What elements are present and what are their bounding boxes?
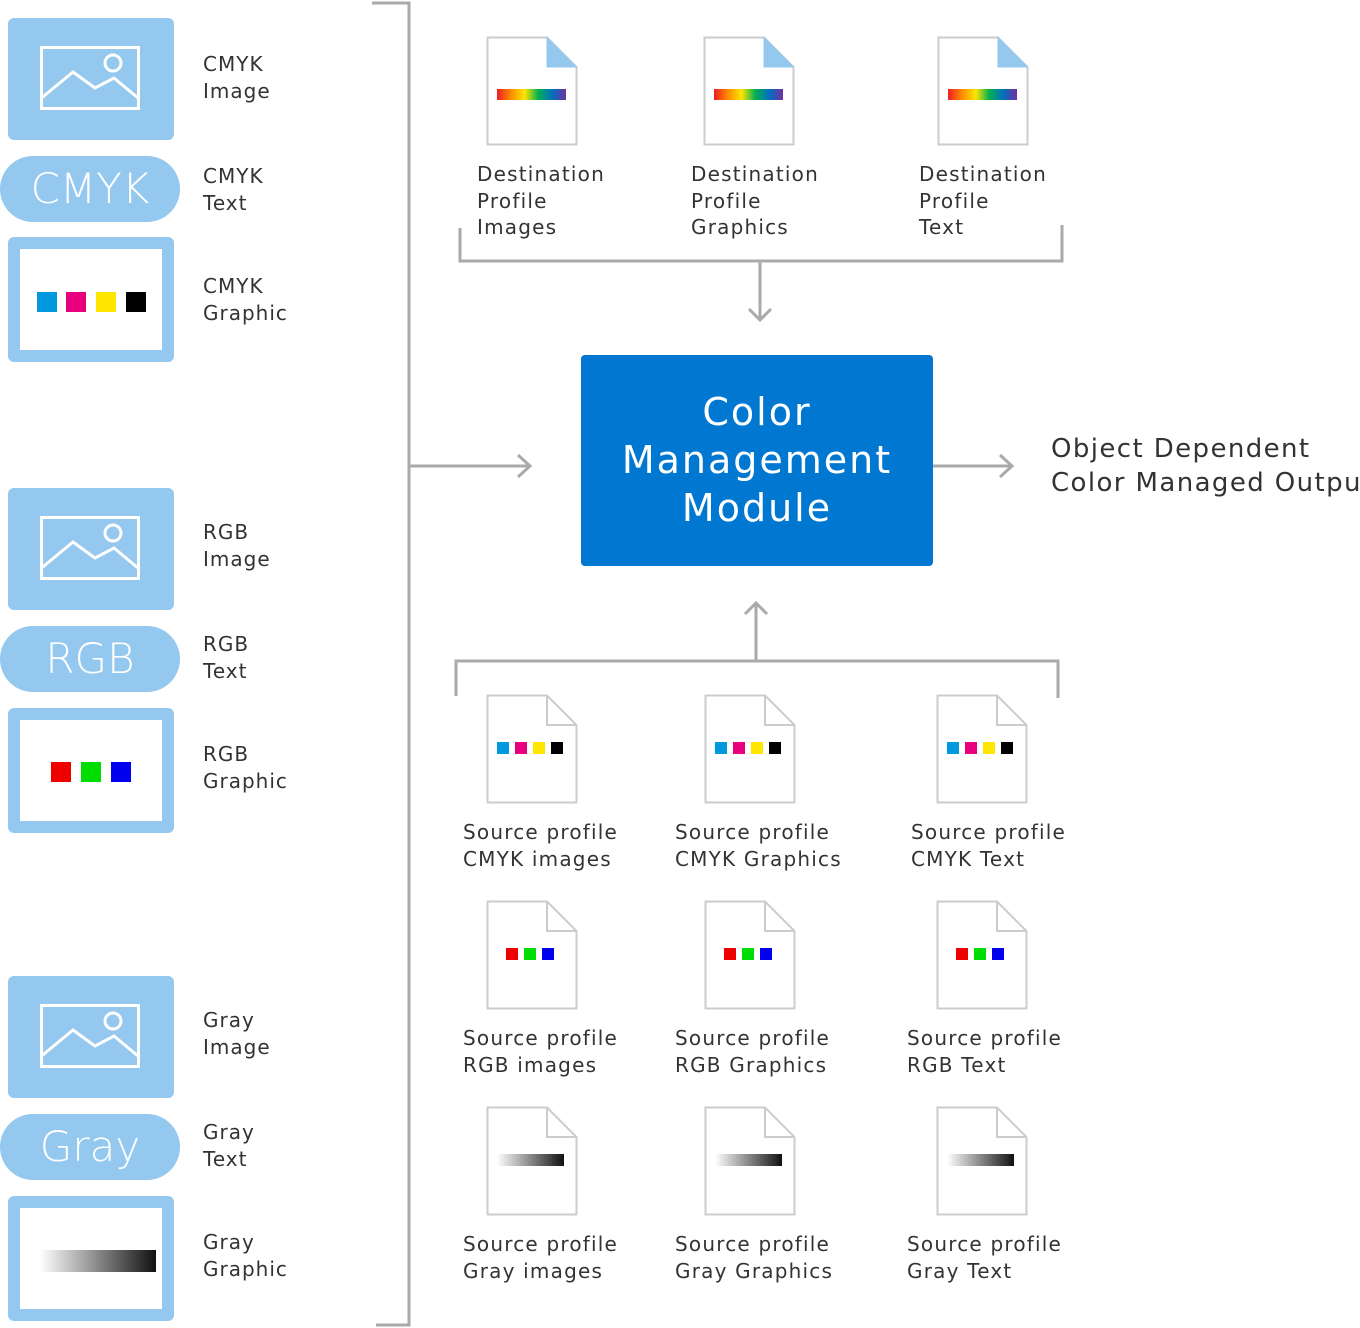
source-profile-cmyk-images-doc-icon (486, 694, 578, 804)
source-profile-gray-images-doc-icon (486, 1106, 578, 1216)
rgb-text-pill: RGB (0, 626, 180, 692)
source-profile-gray-graphics-doc-icon (704, 1106, 796, 1216)
gray-image-icon (8, 976, 174, 1098)
cmyk-text-pill: CMYK (0, 156, 180, 222)
destination-profile-graphics-doc-icon (703, 36, 795, 146)
rgb-graphic-icon (8, 708, 174, 833)
cmyk-graphic-icon (8, 237, 174, 362)
swatch-black (126, 292, 146, 312)
source-profile-rgb-graphics-doc-icon (704, 900, 796, 1010)
cmyk-image-icon (8, 18, 174, 140)
destination-profile-text-doc-icon (937, 36, 1029, 146)
color-management-module: Color Management Module (581, 355, 933, 566)
gray-graphic-icon (8, 1196, 174, 1321)
source-profile-gray-text-doc-icon (936, 1106, 1028, 1216)
rgb-image-icon (8, 488, 174, 610)
destination-profile-images-doc-icon (486, 36, 578, 146)
swatch-red (51, 762, 71, 782)
swatch-magenta (66, 292, 86, 312)
swatch-green (81, 762, 101, 782)
swatch-blue (111, 762, 131, 782)
swatch-cyan (37, 292, 57, 312)
gray-text-pill: Gray (0, 1114, 180, 1180)
source-profile-rgb-text-doc-icon (936, 900, 1028, 1010)
source-profile-cmyk-text-doc-icon (936, 694, 1028, 804)
gray-gradient-bar (40, 1250, 156, 1272)
source-profile-cmyk-graphics-doc-icon (704, 694, 796, 804)
source-profile-rgb-images-doc-icon (486, 900, 578, 1010)
swatch-yellow (96, 292, 116, 312)
output-label: Object Dependent Color Managed Output (1051, 434, 1360, 498)
